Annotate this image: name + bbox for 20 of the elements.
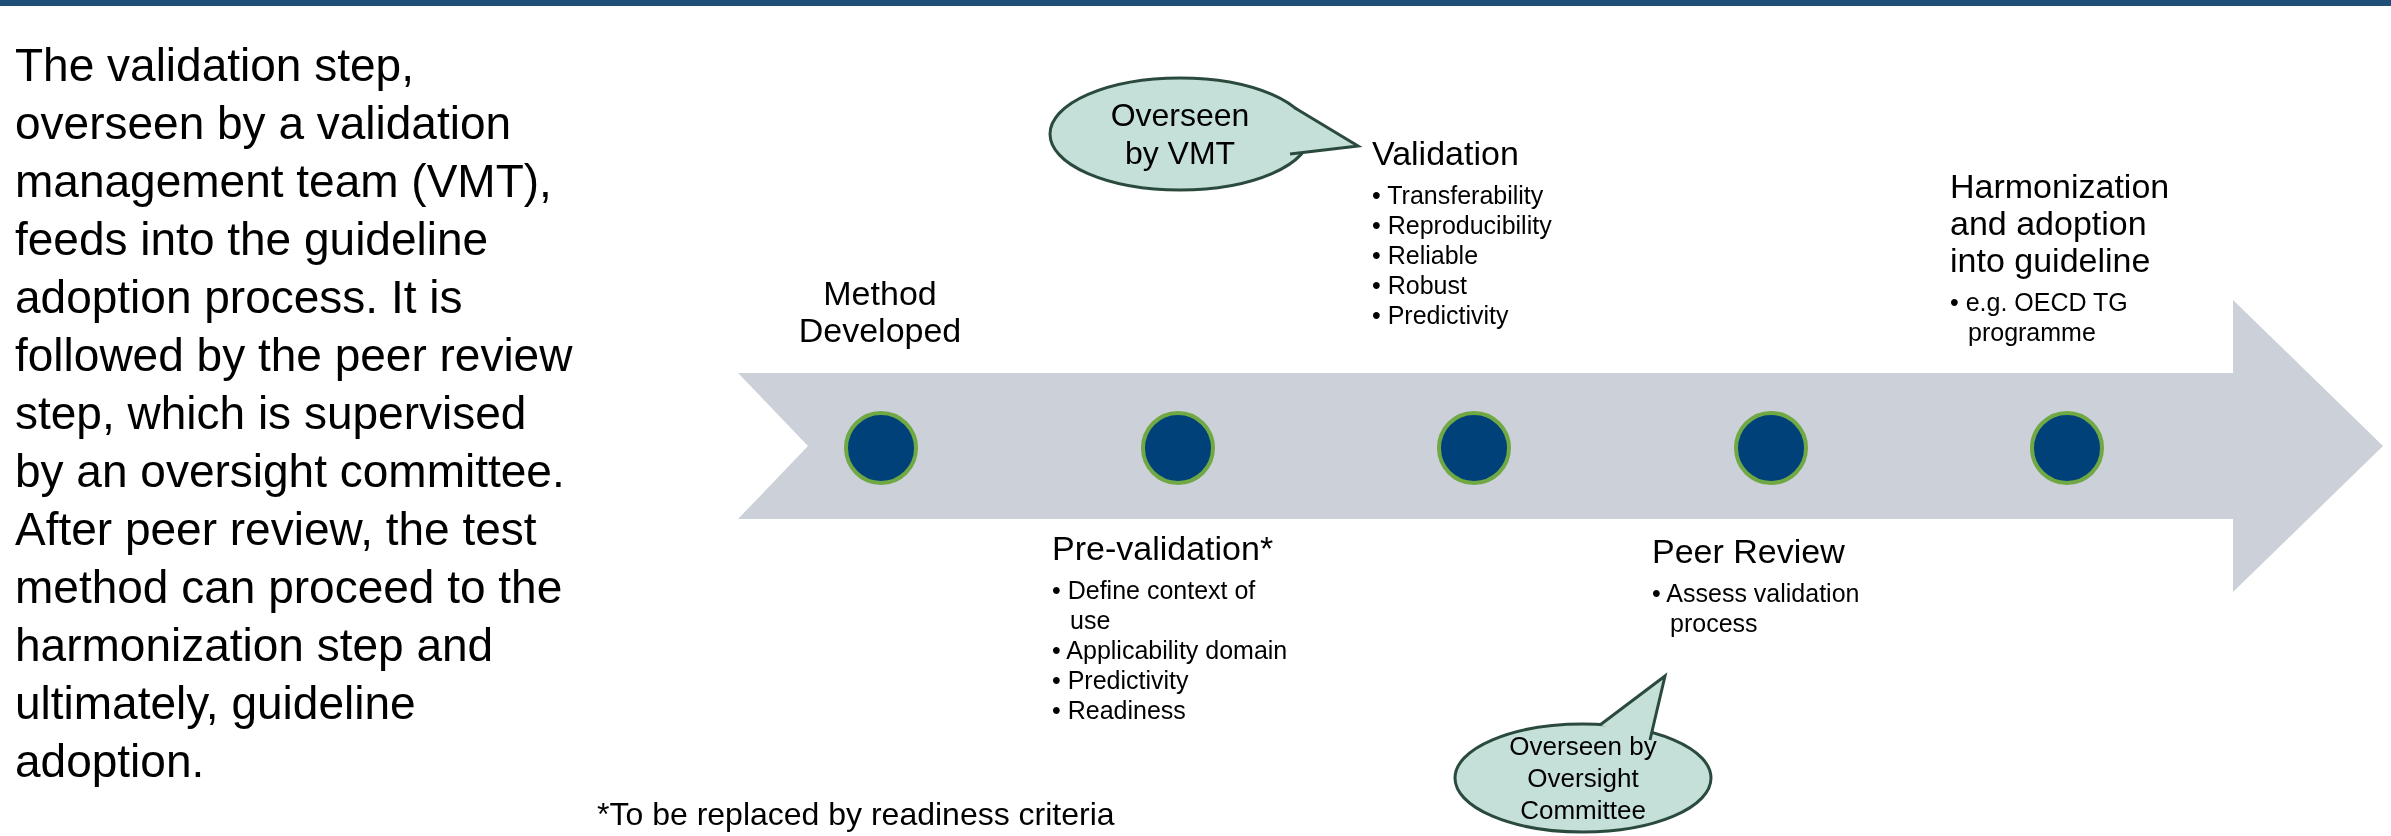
bullet-text: • Readiness	[1052, 695, 1187, 725]
bullet-text: • e.g. OECD TG programme	[1950, 287, 2129, 347]
bullet-text: • Reproducibility	[1372, 210, 1553, 240]
step-heading: Peer Review	[1652, 533, 1846, 570]
step-heading: Harmonization and adoption into guideline	[1950, 168, 2171, 279]
bullet-text: • Transferability	[1372, 180, 1545, 210]
step-heading: Method Developed	[797, 275, 963, 349]
step-heading: Pre-validation*	[1052, 530, 1275, 567]
bubble-text: Overseen by VMT	[1109, 96, 1251, 172]
step-heading: Validation	[1372, 135, 1520, 172]
bullet-text: • Define context of use	[1052, 575, 1257, 635]
bullet-text: • Assess validation process	[1652, 578, 1861, 638]
footnote: *To be replaced by readiness criteria	[597, 796, 1116, 832]
description-paragraph: The validation step, overseen by a validation management team (VMT), feeds into the guideline adoption process. It is followed by the peer review step, which is supervised by an oversight committee. After peer review, the test method can proceed to the harmonization step and ultimately, guideline adoption.	[15, 38, 574, 789]
bubble-text: Overseen by Oversight Committee	[1508, 730, 1658, 826]
bullet-text: • Robust	[1372, 270, 1468, 300]
bullet-text: • Applicability domain	[1052, 635, 1289, 665]
bullet-text: • Reliable	[1372, 240, 1480, 270]
bullet-text: • Predictivity	[1052, 665, 1190, 695]
bullet-text: • Predictivity	[1372, 300, 1510, 330]
